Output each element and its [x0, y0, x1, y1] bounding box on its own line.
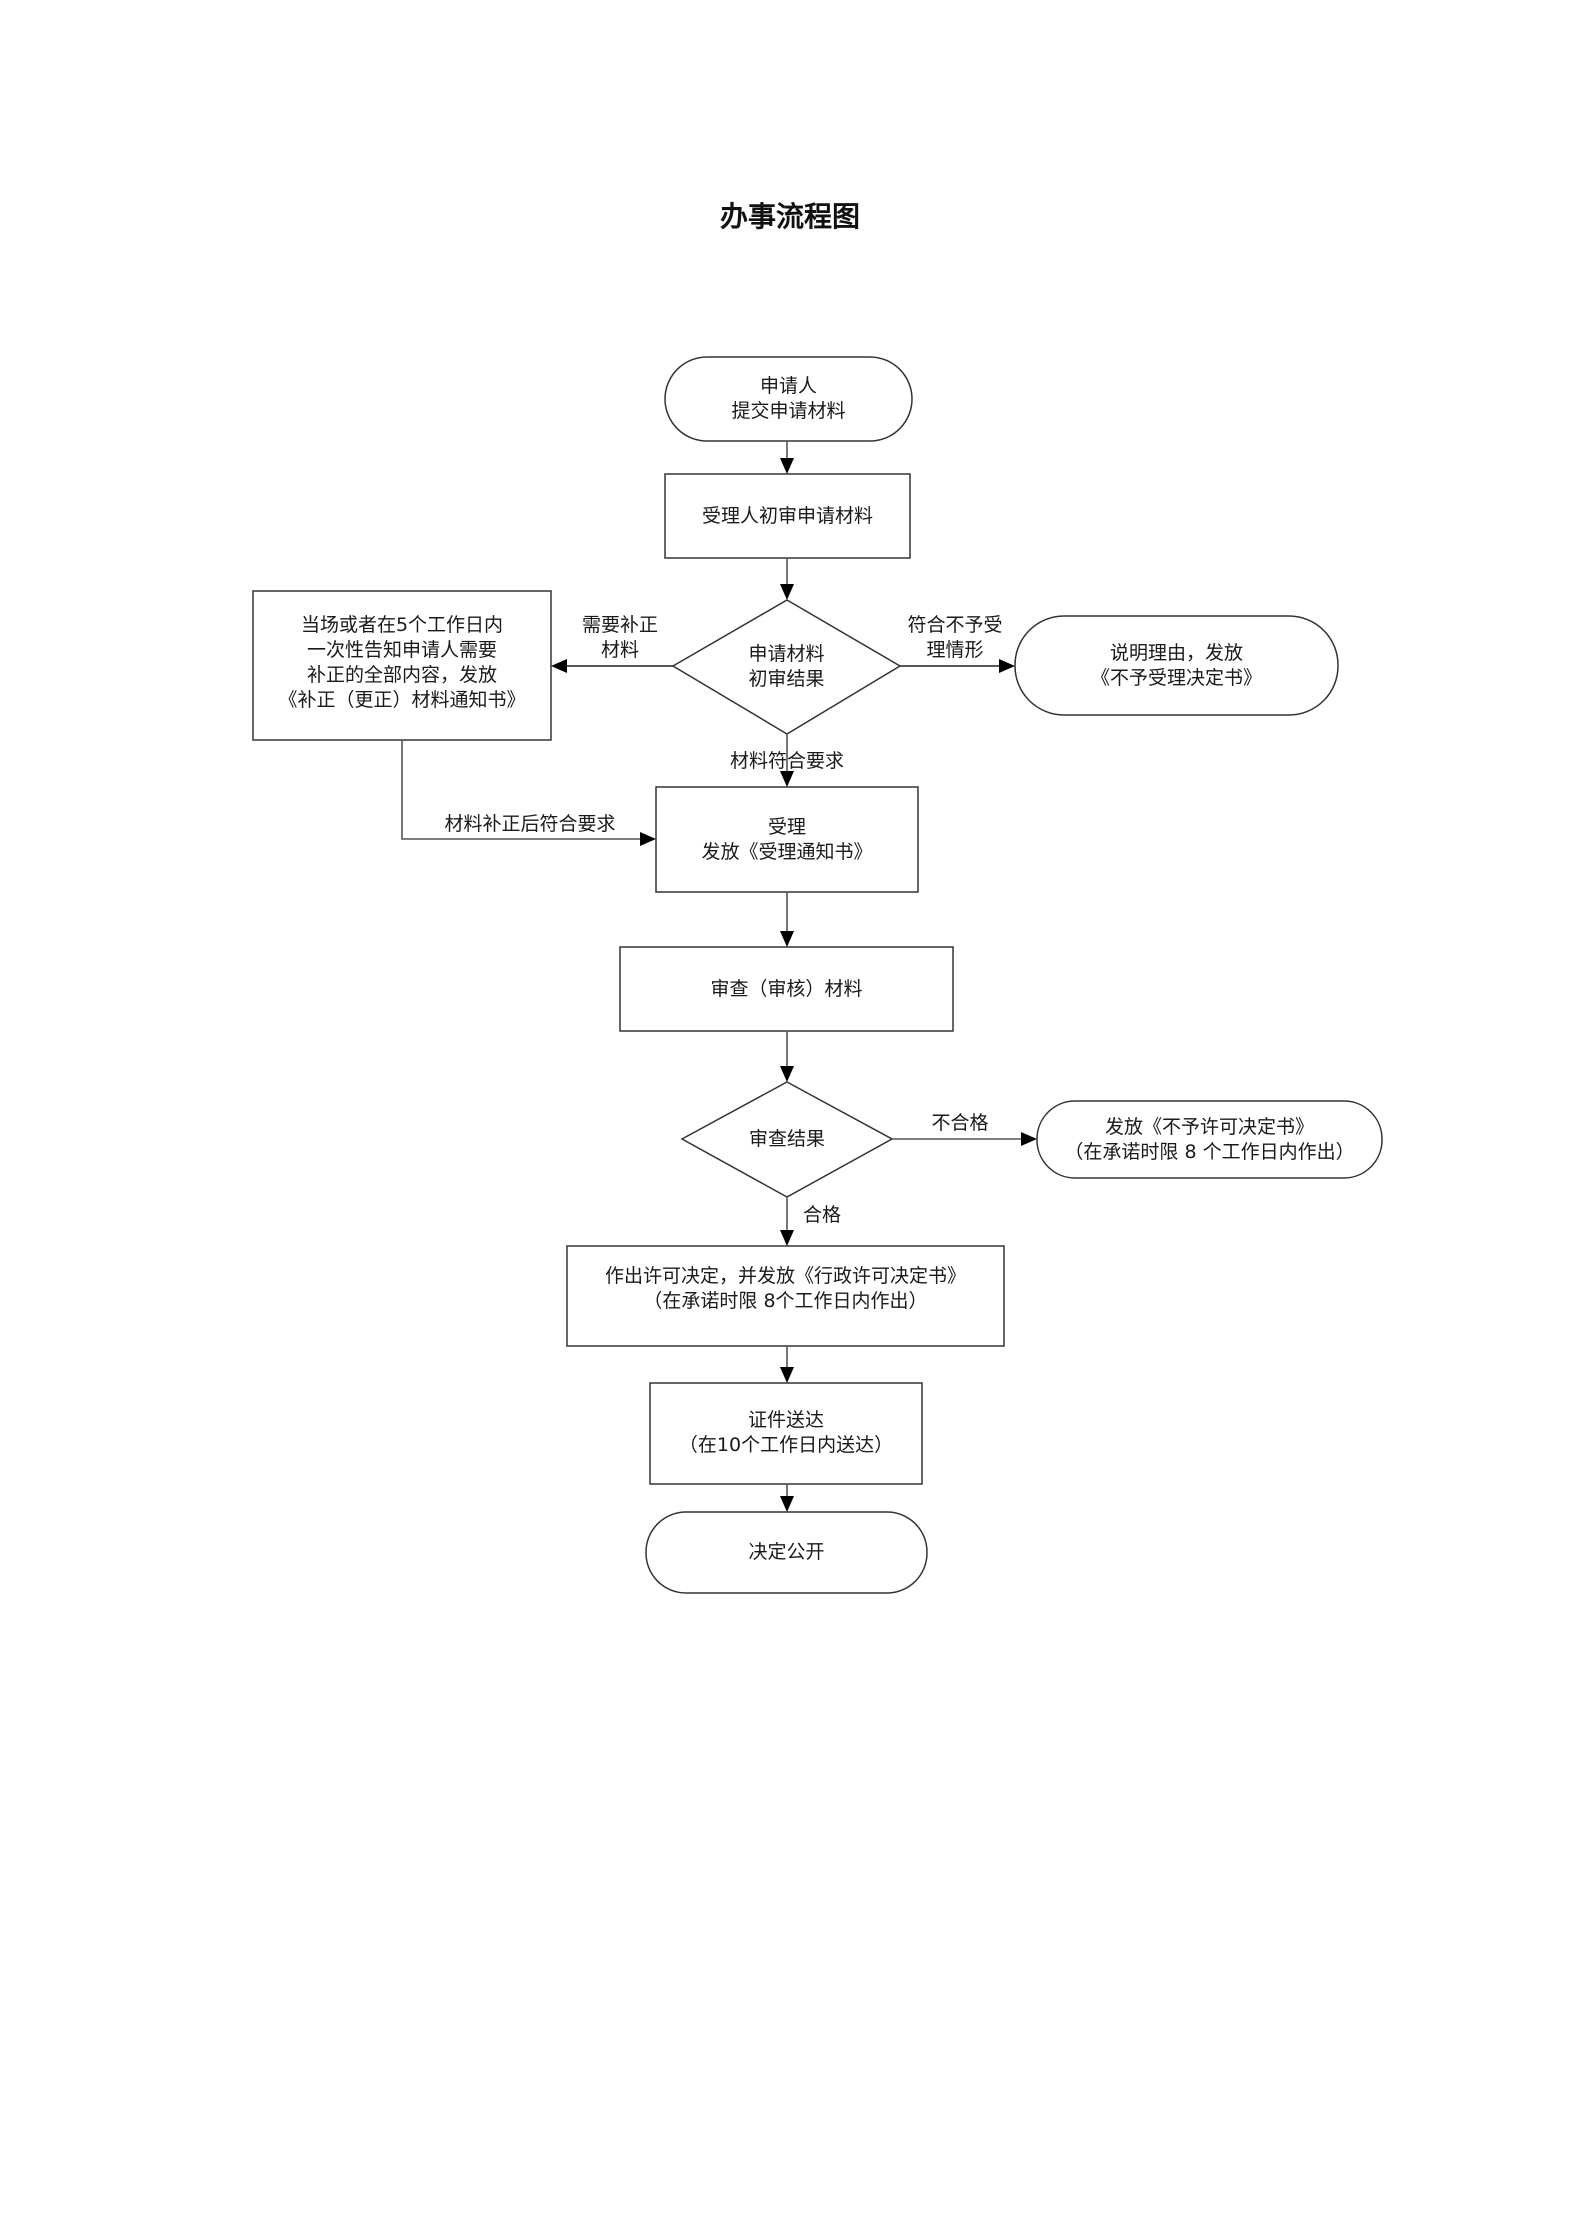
diagram-title: 办事流程图	[719, 200, 860, 233]
node-accept-shape	[655, 786, 919, 893]
arrowhead-fail	[1021, 1132, 1037, 1146]
text-line: 材料符合要求	[729, 750, 844, 772]
node-grant-permit-text: 作出许可决定，并发放《行政许可决定书》 （在承诺时限 8个工作日内作出）	[567, 1264, 1004, 1314]
text-line: 审查（审核）材料	[710, 978, 863, 1000]
text-line: 材料	[600, 639, 639, 661]
arrowhead-needs-supplement	[551, 659, 567, 673]
text-line: 合格	[802, 1204, 841, 1226]
edge-label-after-supplement: 材料补正后符合要求	[425, 812, 635, 837]
arrowhead-meets-requirements	[780, 771, 794, 787]
text-line: （在10个工作日内送达）	[678, 1434, 894, 1456]
text-line: 符合不予受	[907, 614, 1003, 636]
node-publish-text: 决定公开	[646, 1540, 927, 1565]
arrowhead-start-to-review	[780, 458, 794, 474]
text-line: 受理	[767, 816, 806, 838]
edge-label-pass: 合格	[792, 1203, 852, 1228]
text-line: 一次性告知申请人需要	[306, 639, 497, 661]
text-line: 申请材料	[748, 643, 825, 665]
edge-label-meets-requirements: 材料符合要求	[697, 749, 877, 774]
node-deny-permit-shape	[1036, 1100, 1383, 1179]
node-reject-acceptance-shape	[1014, 615, 1339, 716]
text-line: 发放《不予许可决定书》	[1104, 1116, 1314, 1138]
node-examine-decision-text: 审查结果	[682, 1127, 892, 1152]
text-line: 理情形	[926, 639, 984, 661]
text-line: 不合格	[931, 1112, 989, 1134]
node-deny-permit-text: 发放《不予许可决定书》 （在承诺时限 8 个工作日内作出）	[1037, 1115, 1382, 1165]
arrowhead-accept-to-examine	[780, 931, 794, 947]
node-supplement-notice-shape	[252, 590, 552, 741]
text-line: 证件送达	[747, 1409, 824, 1431]
text-line: 《补正（更正）材料通知书》	[278, 689, 526, 711]
text-line: 材料补正后符合要求	[444, 813, 616, 835]
node-supplement-notice-text: 当场或者在5个工作日内 一次性告知申请人需要 补正的全部内容，发放 《补正（更正…	[253, 613, 551, 713]
node-initial-review-text: 受理人初审申请材料	[665, 504, 910, 529]
arrowhead-examine-to-decision	[780, 1066, 794, 1082]
arrowhead-not-accepted	[999, 659, 1015, 673]
edge-label-needs-supplement: 需要补正 材料	[560, 613, 680, 663]
text-line: 补正的全部内容，发放	[306, 664, 497, 686]
edge-after-supplement	[401, 740, 640, 840]
node-reject-acceptance-text: 说明理由，发放 《不予受理决定书》	[1015, 641, 1338, 691]
text-line: 申请人	[759, 375, 817, 397]
node-initial-decision-text: 申请材料 初审结果	[673, 642, 900, 692]
text-line: 作出许可决定，并发放《行政许可决定书》	[604, 1265, 966, 1287]
text-line: （在承诺时限 8个工作日内作出）	[643, 1290, 928, 1312]
edge-label-not-accepted: 符合不予受 理情形	[895, 613, 1015, 663]
node-start-text: 申请人 提交申请材料	[665, 374, 912, 424]
arrowhead-grant-to-deliver	[780, 1367, 794, 1383]
node-grant-permit-shape	[566, 1245, 1005, 1347]
text-line: 说明理由，发放	[1109, 642, 1243, 664]
node-examine-shape	[619, 946, 954, 1032]
node-deliver-text: 证件送达 （在10个工作日内送达）	[650, 1408, 922, 1458]
text-line: 需要补正	[581, 614, 658, 636]
text-line: 受理人初审申请材料	[701, 505, 873, 527]
node-accept-text: 受理 发放《受理通知书》	[656, 815, 918, 865]
text-line: 审查结果	[748, 1128, 825, 1150]
node-start-shape	[664, 356, 913, 442]
text-line: 《不予受理决定书》	[1090, 667, 1262, 689]
edge-label-fail: 不合格	[910, 1111, 1010, 1136]
arrowhead-after-supplement	[640, 832, 656, 846]
arrowhead-deliver-to-publish	[780, 1496, 794, 1512]
text-line: 发放《受理通知书》	[701, 841, 873, 863]
text-line: 提交申请材料	[731, 400, 846, 422]
text-line: 初审结果	[748, 668, 825, 690]
arrowhead-review-to-decision	[780, 584, 794, 600]
text-line: 当场或者在5个工作日内	[300, 614, 504, 636]
text-line: 决定公开	[748, 1541, 825, 1563]
text-line: （在承诺时限 8 个工作日内作出）	[1064, 1141, 1355, 1163]
arrowhead-pass	[780, 1230, 794, 1246]
node-examine-text: 审查（审核）材料	[620, 977, 953, 1002]
node-publish-shape	[645, 1511, 928, 1594]
node-deliver-shape	[649, 1382, 923, 1485]
